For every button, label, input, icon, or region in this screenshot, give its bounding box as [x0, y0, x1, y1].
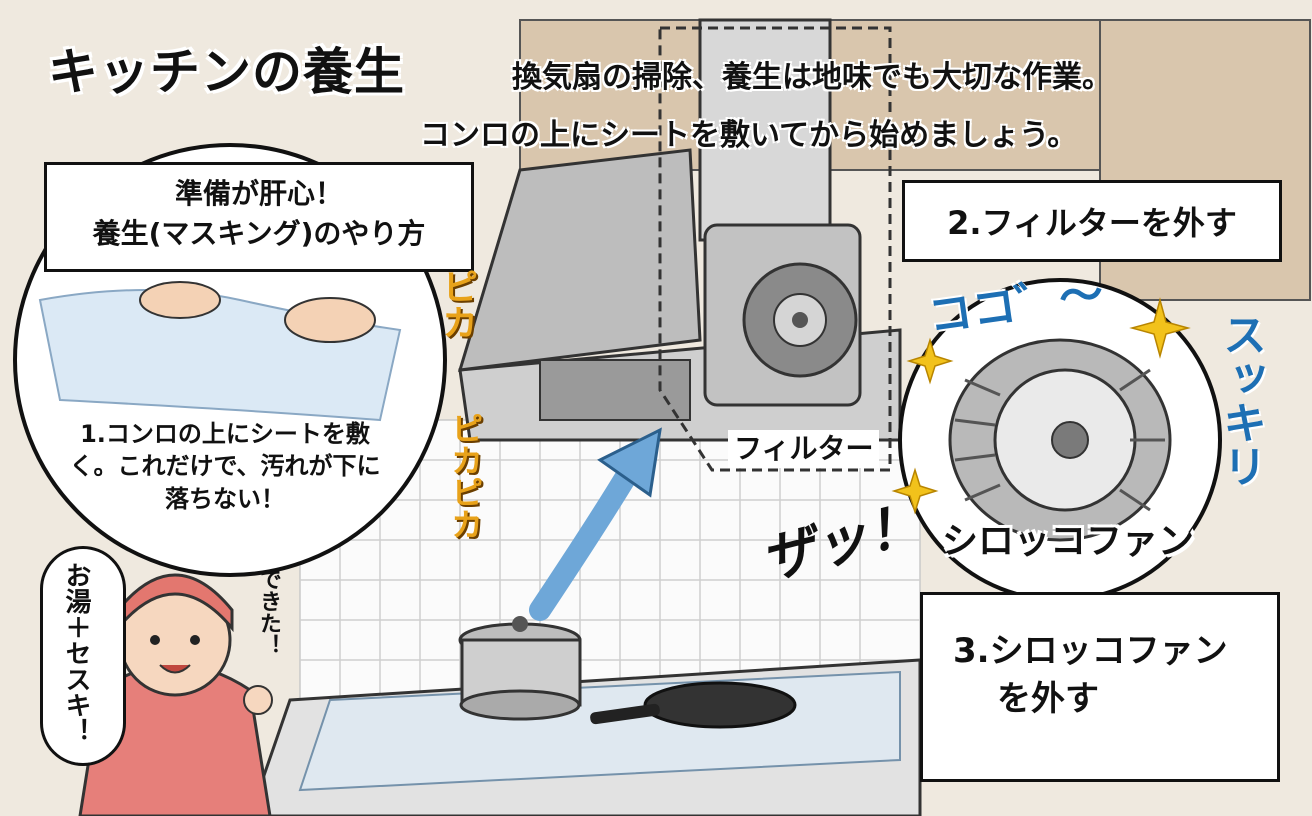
sfx-sukkiri: スッキリ: [1215, 312, 1266, 488]
prep-caption-line-2: 養生(マスキング)のやり方: [92, 216, 426, 250]
sirocco-fan: [898, 278, 1222, 602]
step2-caption: 2.フィルターを外す: [947, 204, 1237, 242]
sparkle-icons: [891, 297, 1191, 515]
step2-caption-box: 2.フィルターを外す: [902, 180, 1282, 262]
sfx-pika-1: ピカ: [436, 268, 477, 340]
frying-pan: [590, 681, 797, 729]
done-exclamation: できた！: [256, 568, 281, 656]
step3-caption-line-2: を外す: [997, 679, 1099, 719]
prep-caption-line-1: 準備が肝心！: [174, 177, 343, 210]
filter-callout-outline: [658, 26, 892, 472]
lead-line-2: コンロの上にシートを敷いてから始めましょう。: [420, 118, 1078, 153]
step3-caption-line-1: 3.シロッコファン: [953, 631, 1228, 671]
up-arrow-icon: [529, 459, 641, 621]
step3-caption-box: 3.シロッコファン を外す: [920, 592, 1280, 782]
pot: [458, 616, 582, 721]
sirocco-fan-label: シロッコファン: [942, 521, 1195, 562]
lead-line-1: 換気扇の掃除、養生は地味でも大切な作業。: [512, 60, 1112, 95]
speech-bubble: [40, 546, 126, 766]
filter-label: フィルター: [728, 430, 880, 468]
hood-fan: [703, 223, 862, 407]
speech-bubble-text: お湯＋セスキ！: [61, 562, 91, 744]
step1-caption: 1.コンロの上にシートを敷く。これだけで、汚れが下に落ちない！: [69, 420, 381, 513]
page-title: キッチンの養生: [48, 43, 405, 101]
sfx-pika-2: ピカピカ: [446, 412, 484, 540]
prep-caption-box: 準備が肝心！ 養生(マスキング)のやり方: [44, 162, 474, 272]
